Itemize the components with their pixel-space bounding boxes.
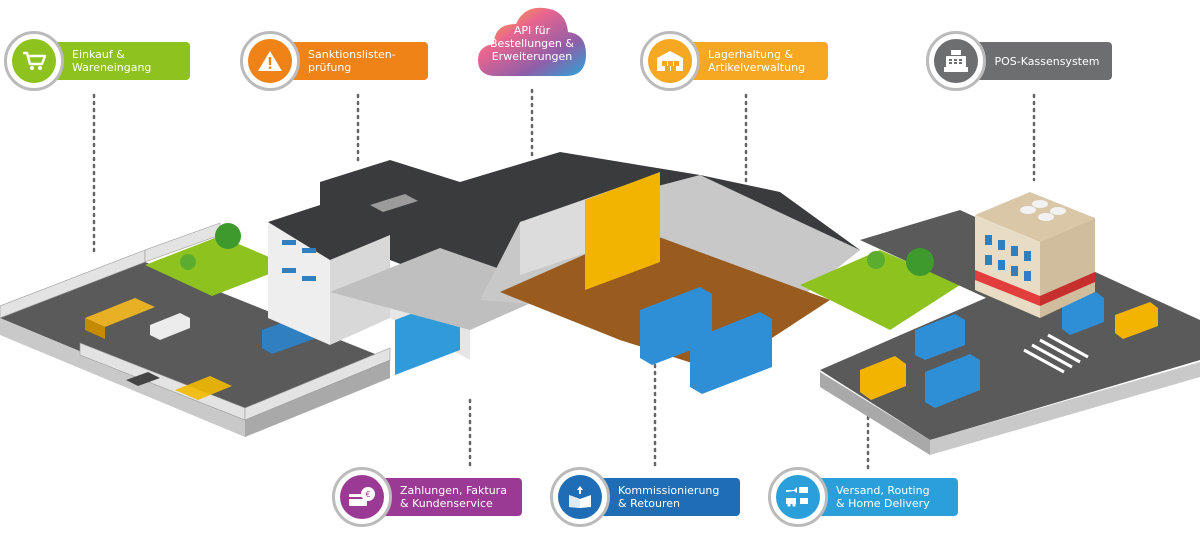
main-building [268, 152, 860, 394]
receiving-yard [0, 222, 391, 437]
icon-ring [4, 31, 64, 91]
box-icon [558, 475, 602, 519]
warning-icon [248, 39, 292, 83]
icon-ring [240, 31, 300, 91]
warehouse-icon [648, 39, 692, 83]
shipping-icon [776, 475, 820, 519]
callout-sanktion: Sanktionslisten- prüfung [240, 31, 428, 91]
icon-ring [640, 31, 700, 91]
callout-zahlungen: € Zahlungen, Faktura & Kundenservice [332, 467, 522, 527]
callout-versand: Versand, Routing & Home Delivery [768, 467, 958, 527]
cash-register-icon [934, 39, 978, 83]
svg-text:€: € [365, 490, 370, 499]
icon-ring [768, 467, 828, 527]
callout-kommission: Kommissionierung & Retouren [550, 467, 740, 527]
cloud-icon [478, 7, 586, 76]
callout-lager: Lagerhaltung & Artikelverwaltung [640, 31, 828, 91]
payment-cards-icon: € [340, 475, 384, 519]
shopping-cart-icon [12, 39, 56, 83]
icon-ring [926, 31, 986, 91]
callout-einkauf: Einkauf & Wareneingang [4, 31, 190, 91]
callout-api: API für Bestellungen & Erweiterungen [474, 2, 590, 82]
connector-lines [92, 88, 1036, 472]
cloud-label: API für Bestellungen & Erweiterungen [490, 24, 574, 63]
icon-ring: € [332, 467, 392, 527]
callout-pos: POS-Kassensystem [926, 31, 1112, 91]
retail-store [975, 192, 1095, 318]
icon-ring [550, 467, 610, 527]
